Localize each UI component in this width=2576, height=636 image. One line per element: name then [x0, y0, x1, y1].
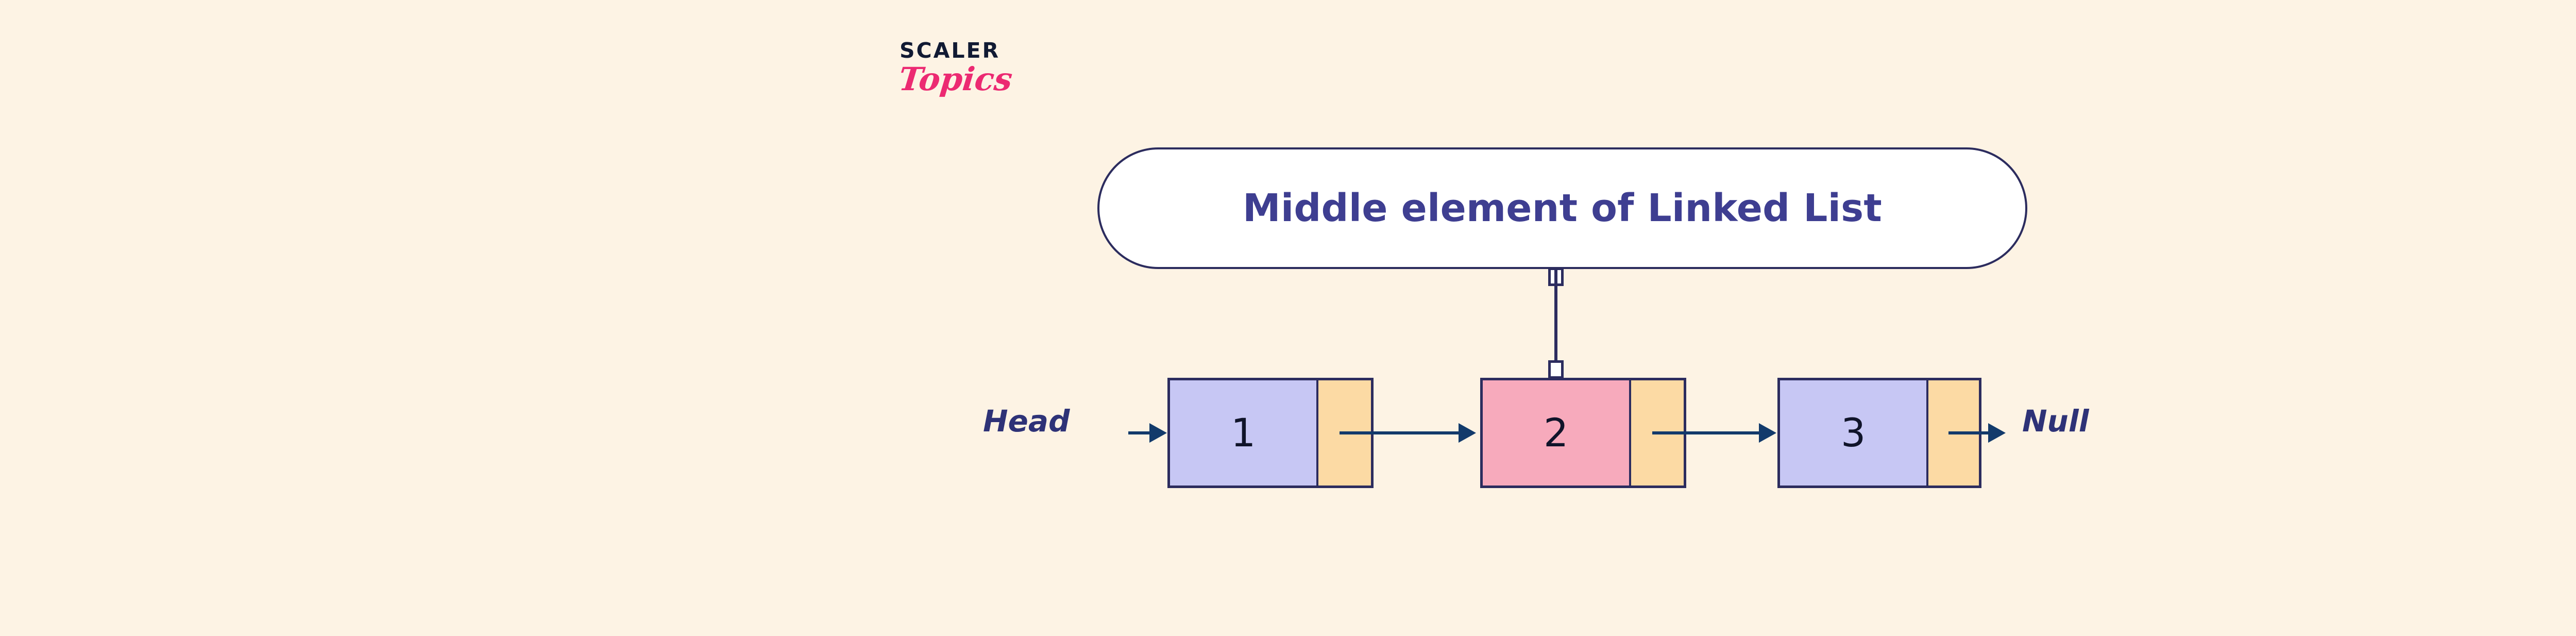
logo-brand-text: SCALER — [900, 38, 1001, 63]
arrow-head — [1988, 423, 2006, 443]
arrow-head-to-node-1-icon — [1128, 423, 1167, 443]
connector-cap-bottom — [1548, 360, 1564, 379]
title-pill: Middle element of Linked List — [1097, 147, 2027, 269]
scaler-topics-logo: SCALER Topics — [896, 38, 1064, 107]
arrow-head — [1459, 423, 1476, 443]
arrow-node-2-to-node-3-icon — [1652, 423, 1776, 443]
node-data-cell-highlighted: 2 — [1483, 380, 1632, 486]
list-node: 3 — [1777, 378, 1981, 488]
arrow-shaft — [1340, 431, 1459, 434]
arrow-node-3-to-null-icon — [1948, 423, 2006, 443]
arrow-head — [1149, 423, 1167, 443]
head-label: Head — [983, 404, 1070, 439]
list-node: 2 — [1480, 378, 1686, 488]
logo-subbrand-text: Topics — [896, 60, 1014, 98]
arrow-node-1-to-node-2-icon — [1340, 423, 1476, 443]
arrow-shaft — [1652, 431, 1759, 434]
node-value: 3 — [1840, 410, 1866, 456]
arrow-shaft — [1948, 431, 1989, 434]
arrow-shaft — [1128, 431, 1150, 434]
node-data-cell: 3 — [1780, 380, 1929, 486]
page-title: Middle element of Linked List — [1242, 186, 1882, 230]
node-value: 1 — [1230, 410, 1256, 456]
connector-line — [1554, 269, 1557, 378]
arrow-head — [1759, 423, 1776, 443]
node-data-cell: 1 — [1170, 380, 1319, 486]
linked-list-row: 1 2 3 — [0, 378, 2576, 488]
node-value: 2 — [1543, 410, 1569, 456]
null-label: Null — [2022, 404, 2089, 439]
